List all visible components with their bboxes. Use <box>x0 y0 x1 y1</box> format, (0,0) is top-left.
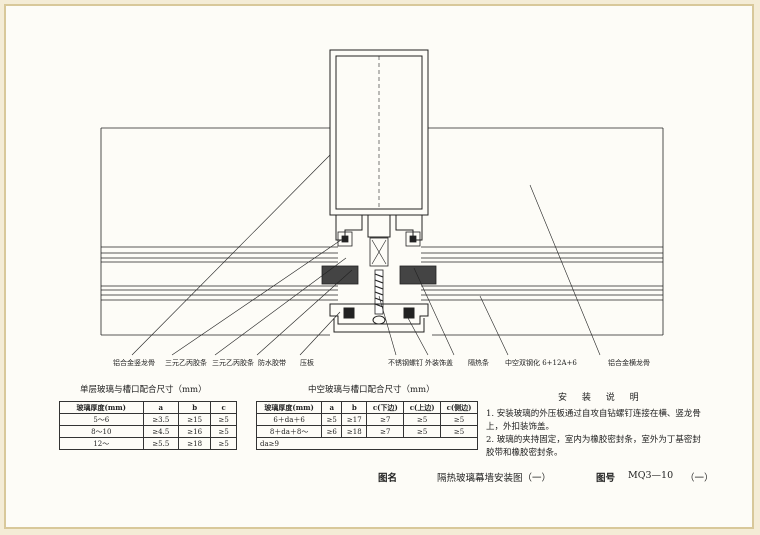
label-alum-mullion: 铝合金竖龙骨 <box>113 359 155 367</box>
spacer-blocks <box>321 265 437 285</box>
label-ss-screw: 不锈钢螺钉 <box>388 359 423 367</box>
label-alum-transom: 铝合金横龙骨 <box>608 359 650 367</box>
table-single-glass: 玻璃厚度(mm) a b c 5～6 ≥3.5 ≥15 ≥5 8～10 ≥4.5… <box>59 401 237 450</box>
table-row: 12～ ≥5.5 ≥18 ≥5 <box>59 437 237 450</box>
label-outer-cover: 外装饰盖 <box>425 359 453 367</box>
table-row: da≥9 <box>256 437 478 450</box>
table-single-caption: 单层玻璃与槽口配合尺寸（mm） <box>80 385 207 395</box>
mullion-profile <box>329 49 429 241</box>
table-hollow-caption: 中空玻璃与槽口配合尺寸（mm） <box>308 385 435 395</box>
drawing-name-value: 隔热玻璃幕墙安装图（一） <box>437 473 552 484</box>
notes-title: 安 装 说 明 <box>558 393 645 403</box>
table-header: c <box>210 401 237 414</box>
drawing-no-value: MQ3—10 <box>628 470 674 481</box>
label-waterproof-sealant: 防水胶带 <box>258 359 286 367</box>
table-header: b <box>178 401 212 414</box>
label-pressure-plate: 压板 <box>300 359 314 367</box>
table-hollow-glass: 玻璃厚度(mm) a b c(下边) c(上边) c(侧边) 6＋da＋6 ≥5… <box>255 401 478 450</box>
label-epdm-strip-1: 三元乙丙胶条 <box>165 359 207 367</box>
pressure-plate-cover <box>329 303 429 333</box>
drawing-no-suffix: （一） <box>685 473 714 484</box>
screw <box>374 269 384 315</box>
glass-right <box>421 246 663 301</box>
table-header: 玻璃厚度(mm) <box>59 401 144 414</box>
epdm-gaskets <box>337 231 421 247</box>
label-insulated-glass: 中空双钢化 6+12A+6 <box>505 359 577 367</box>
table-row: 5～6 ≥3.5 ≥15 ≥5 <box>59 413 237 426</box>
label-epdm-strip-2: 三元乙丙胶条 <box>212 359 254 367</box>
table-header: a <box>142 401 180 414</box>
label-thermal-strip: 隔热条 <box>468 359 489 367</box>
leader-lines <box>131 154 601 356</box>
table-row: 8＋da＋8～ ≥6 ≥18 ≥7 ≥5 ≥5 <box>255 425 478 438</box>
drawing-name-label: 图名 <box>378 473 398 484</box>
note-2: 2. 玻璃的夹持固定，室内为橡胶密封条，室外为丁基密封胶带和橡胶密封条。 <box>486 435 701 458</box>
glass-left <box>101 246 338 301</box>
table-row: 8～10 ≥4.5 ≥16 ≥5 <box>59 425 237 438</box>
thermal-break <box>369 237 389 267</box>
drawing-no-label: 图号 <box>596 473 616 484</box>
note-1: 1. 安装玻璃的外压板通过自攻自钻螺钉连接在横、竖龙骨上，外扣装饰盖。 <box>486 409 701 432</box>
table-row: 6＋da＋6 ≥5 ≥17 ≥7 ≥5 ≥5 <box>255 413 478 426</box>
